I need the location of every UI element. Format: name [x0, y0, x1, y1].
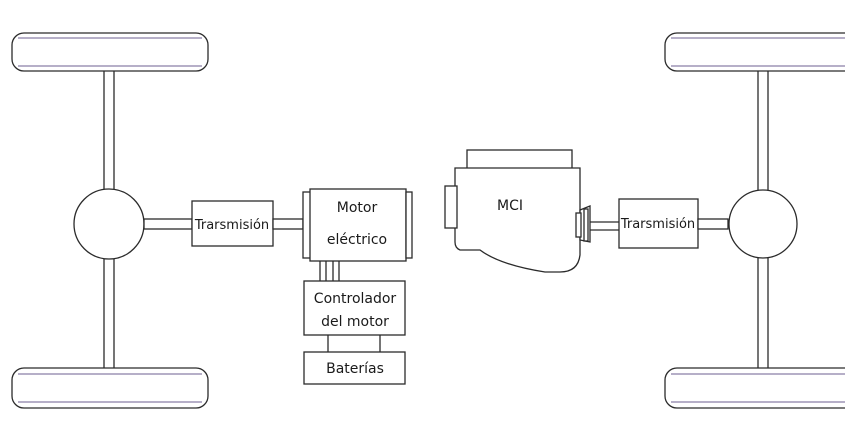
left-axle-shaft-lower — [103, 254, 115, 374]
right-differential — [728, 189, 798, 259]
controller-label-line2: del motor — [321, 314, 389, 330]
battery-label: Baterías — [326, 361, 384, 377]
right-top-tire — [664, 32, 845, 72]
right-bottom-tire — [664, 367, 845, 409]
right-axle — [664, 32, 845, 409]
combustion-engine: MCI — [444, 149, 581, 273]
left-shaft-transmission-to-motor — [272, 218, 304, 230]
right-axle-shaft-upper — [757, 63, 769, 195]
engine-coupling — [575, 205, 619, 243]
left-transmission-label: Trarsmisión — [194, 218, 269, 233]
controller-label-line1: Controlador — [314, 291, 397, 307]
left-axle-shaft-upper — [103, 63, 115, 195]
controller-battery-wires — [327, 335, 381, 352]
left-axle — [11, 32, 209, 409]
left-top-tire — [11, 32, 209, 72]
motor-label-line2: eléctrico — [327, 232, 387, 248]
engine-label: MCI — [497, 198, 523, 214]
right-transmission: Trarsmisión — [618, 198, 699, 249]
left-transmission: Trarsmisión — [191, 200, 274, 247]
motor-label-line1: Motor — [337, 200, 378, 216]
left-shaft-diff-to-transmission — [143, 218, 193, 230]
motor-controller-wires — [319, 261, 340, 281]
right-axle-shaft-lower — [757, 256, 769, 374]
battery: Baterías — [303, 351, 406, 385]
left-bottom-tire — [11, 367, 209, 409]
motor-controller: Controlador del motor — [303, 280, 406, 336]
right-transmission-label: Trarsmisión — [620, 217, 695, 232]
right-shaft-transmission-to-diff — [697, 218, 729, 230]
electric-motor: Motor eléctrico — [302, 188, 413, 262]
left-differential — [73, 188, 145, 260]
